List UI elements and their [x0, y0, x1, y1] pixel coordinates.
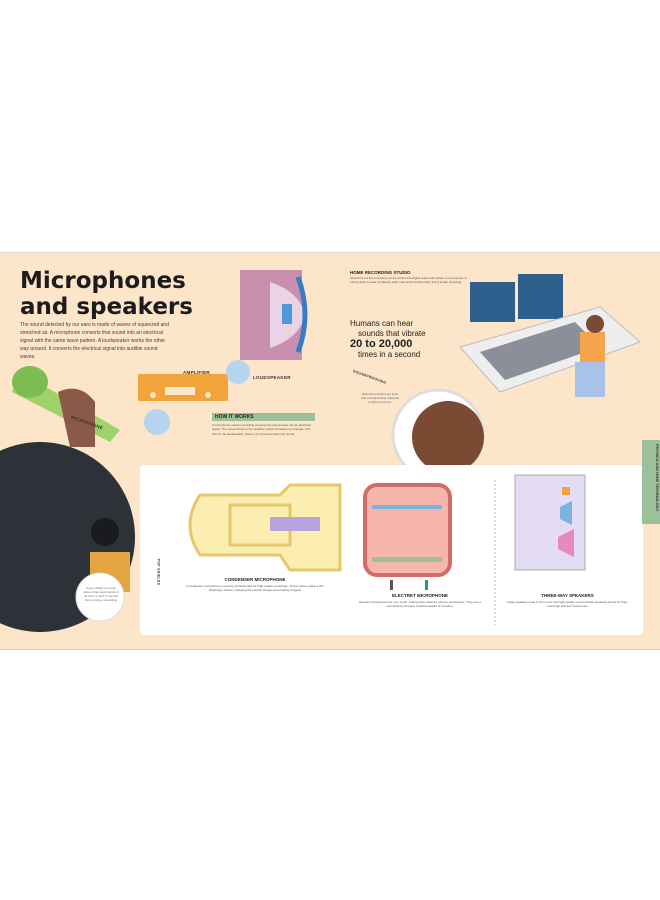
pop-shields-text: A pop shield is a mesh screen that stops…	[83, 586, 119, 602]
how-it-works-text: A microphone used in recording converts …	[212, 423, 311, 436]
loudspeaker-illustration	[240, 270, 308, 360]
signal-wave-icon	[226, 360, 250, 384]
illustrations	[0, 270, 641, 632]
signal-wave-icon	[144, 409, 170, 435]
three-way-speaker-diagram	[514, 474, 586, 571]
three-way-heading: THREE-WAY SPEAKERS	[541, 593, 594, 598]
electret-text: Electret microphones are very small, mak…	[359, 600, 481, 609]
condenser-heading: CONDENSER MICROPHONE	[224, 577, 286, 582]
condenser-text: A condenser microphone is used by profes…	[186, 584, 324, 593]
electret-heading: ELECTRET MICROPHONE	[391, 593, 448, 598]
condenser-mic-diagram	[188, 483, 342, 572]
three-way-text: Large speakers used to fill a room with …	[507, 600, 628, 609]
loudspeaker-label: LOUDSPEAKER	[253, 375, 291, 380]
microphone-illustration	[12, 366, 120, 447]
amplifier-label: AMPLIFIER	[183, 370, 210, 375]
studio-text: Sound from a live recording can be turne…	[350, 276, 467, 285]
studio-heading: HOME RECORDING STUDIO	[350, 270, 411, 275]
soundproofing-text: Recording studios are lined with soundpr…	[360, 392, 400, 404]
microphone-types-panel: CONDENSER MICROPHONE A condenser microph…	[140, 465, 643, 635]
page-title: Microphones and speakers	[20, 268, 193, 320]
studio-illustration	[459, 274, 641, 397]
pop-shields-heading: POP SHIELDS	[156, 558, 161, 586]
electret-mic-diagram	[363, 483, 452, 590]
chapter-tab: PHYSICS AND HOW TECHNOLOGY	[642, 440, 660, 524]
intro-text: The sound detected by our ears is made o…	[20, 322, 169, 360]
how-it-works-heading: HOW IT WORKS	[212, 413, 315, 421]
amplifier-illustration	[138, 374, 228, 401]
